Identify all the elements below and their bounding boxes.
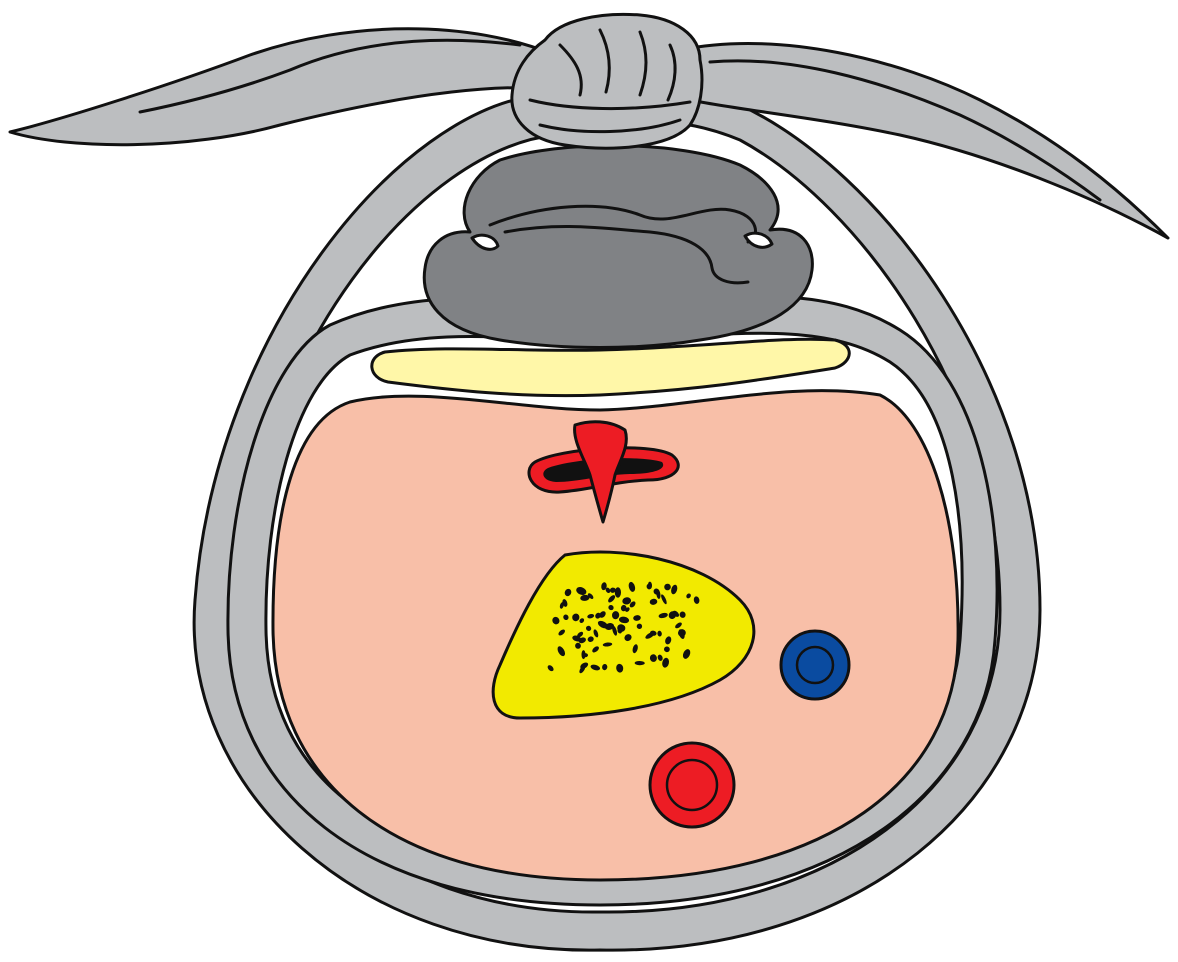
marrow-speck	[615, 587, 621, 597]
marrow-speck	[582, 653, 588, 657]
artery-outer	[650, 743, 734, 827]
vein-outer	[781, 631, 849, 699]
artery-icon	[650, 743, 734, 827]
vein-icon	[781, 631, 849, 699]
stump-icon	[424, 146, 812, 348]
